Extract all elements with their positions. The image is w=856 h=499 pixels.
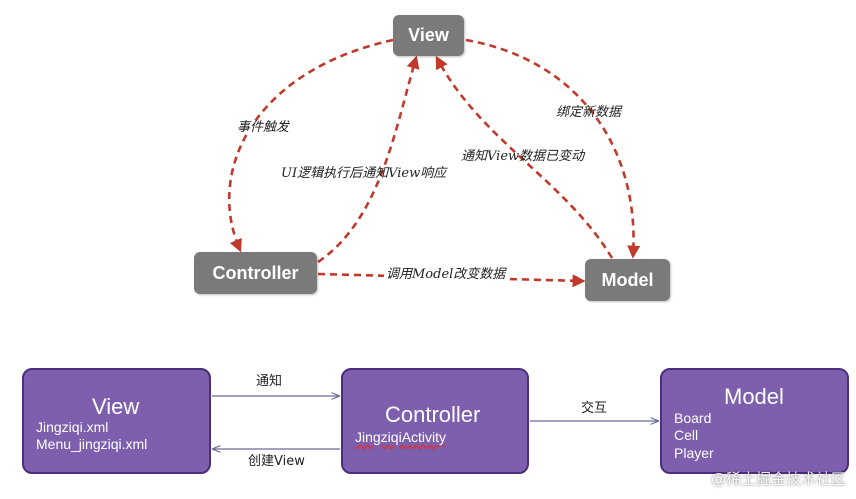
- edge-label-bind-new-data: 绑定新数据: [556, 105, 622, 120]
- view-box-file: Menu_jingziqi.xml: [36, 436, 148, 452]
- edge-view-to-model: [465, 38, 641, 259]
- edge-label-event-trigger: 事件触发: [237, 120, 290, 135]
- model-node: Model: [585, 259, 670, 301]
- model-box: Model Board Cell Player: [660, 368, 849, 474]
- view-box-file: Jingziqi.xml: [36, 419, 109, 435]
- edge-label-create-view: 创建View: [248, 454, 305, 469]
- edge-label-ui-logic: UI逻辑执行后通知View响应: [281, 166, 447, 181]
- view-box-title: View: [92, 394, 140, 419]
- edge-model-to-view: [435, 55, 614, 259]
- model-box-title: Model: [724, 384, 784, 409]
- edge-label-notify-view: 通知View数据已变动: [461, 149, 585, 164]
- model-box-class: Board: [674, 410, 712, 426]
- view-node: View: [393, 15, 464, 56]
- edge-label-call-model: 调用Model改变数据: [384, 267, 508, 282]
- model-box-class: Player: [674, 445, 714, 461]
- edge-label-notify: 通知: [256, 374, 283, 389]
- view-box: View Jingziqi.xml Menu_jingziqi.xml: [22, 368, 211, 474]
- edge-view-to-controller: [227, 38, 394, 253]
- controller-box-title: Controller: [385, 402, 481, 427]
- controller-box: Controller JingziqiActivity: [341, 368, 529, 474]
- model-box-class: Cell: [674, 427, 699, 443]
- controller-node: Controller: [194, 252, 317, 294]
- controller-box-class: JingziqiActivity: [355, 429, 447, 445]
- edge-label-interact: 交互: [581, 401, 608, 416]
- edge-controller-to-view: [317, 55, 420, 264]
- watermark: @稀土掘金技术社区: [710, 470, 846, 488]
